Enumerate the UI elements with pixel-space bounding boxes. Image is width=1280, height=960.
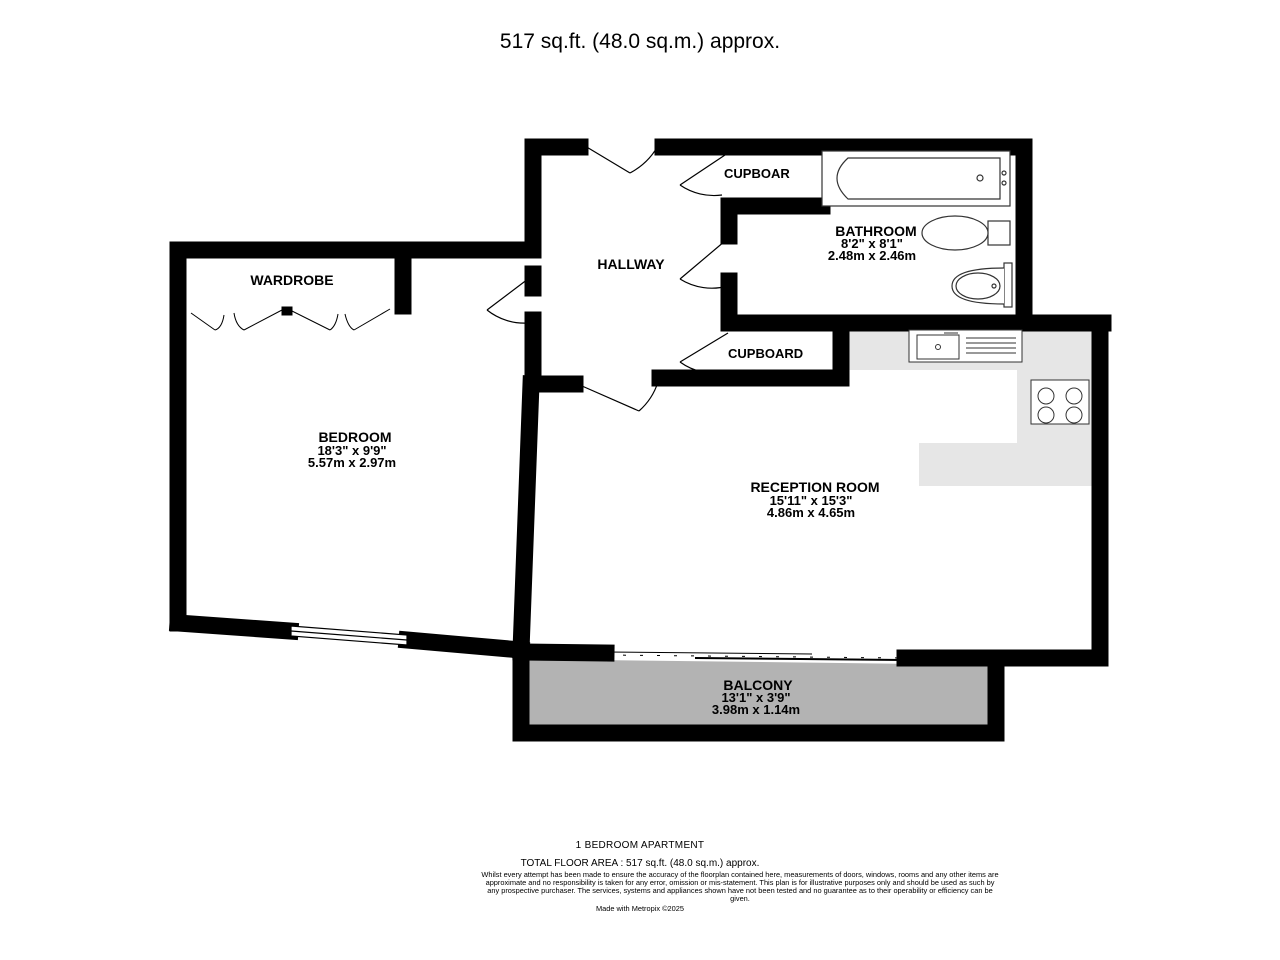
bath-fixture (821, 150, 1011, 207)
kitchen-sink (908, 329, 1023, 363)
wardrobe-label: WARDROBE (250, 272, 333, 288)
total-floor-area: TOTAL FLOOR AREA : 517 sq.ft. (48.0 sq.m… (520, 858, 760, 869)
balcony-area (521, 659, 996, 733)
reception-metric: 4.86m x 4.65m (767, 505, 855, 520)
cupboard-top-label: CUPBOAR (724, 166, 790, 181)
basin-fixture (951, 262, 1013, 308)
hallway-label: HALLWAY (597, 256, 665, 272)
floor-area-heading: 517 sq.ft. (48.0 sq.m.) approx. (499, 30, 781, 53)
property-type: 1 BEDROOM APARTMENT (575, 840, 705, 851)
cupboard-mid-label: CUPBOARD (728, 346, 803, 361)
balcony-name: BALCONY (723, 677, 793, 693)
bedroom-name: BEDROOM (318, 429, 391, 445)
room-label-balcony: BALCONY 13'1" x 3'9" 3.98m x 1.14m (712, 677, 800, 717)
disclaimer: Whilst every attempt has been made to en… (481, 870, 999, 903)
balcony-imperial: 13'1" x 3'9" (721, 690, 790, 705)
toilet-fixture (921, 215, 1011, 251)
hob (1030, 379, 1090, 425)
bedroom-metric: 5.57m x 2.97m (308, 455, 396, 470)
reception-name: RECEPTION ROOM (750, 479, 879, 495)
wardrobe-doors (190, 306, 391, 331)
bathroom-metric: 2.48m x 2.46m (828, 248, 916, 263)
bedroom-window (290, 625, 408, 646)
bedroom-imperial: 18'3" x 9'9" (317, 443, 386, 458)
walls (168, 138, 1112, 742)
room-label-bedroom: BEDROOM 18'3" x 9'9" 5.57m x 2.97m (308, 429, 396, 470)
balcony-sliding-door (605, 651, 903, 661)
room-label-reception: RECEPTION ROOM 15'11" x 15'3" 4.86m x 4.… (750, 479, 879, 520)
room-label-bathroom: BATHROOM 8'2" x 8'1" 2.48m x 2.46m (828, 223, 917, 263)
kitchen-worktop (848, 328, 1092, 486)
made-with: Made with Metropix ©2025 (595, 904, 685, 913)
bathroom-imperial: 8'2" x 8'1" (841, 236, 903, 251)
bathroom-name: BATHROOM (835, 223, 916, 239)
reception-imperial: 15'11" x 15'3" (770, 493, 853, 508)
doors (486, 141, 729, 412)
balcony-metric: 3.98m x 1.14m (712, 702, 800, 717)
